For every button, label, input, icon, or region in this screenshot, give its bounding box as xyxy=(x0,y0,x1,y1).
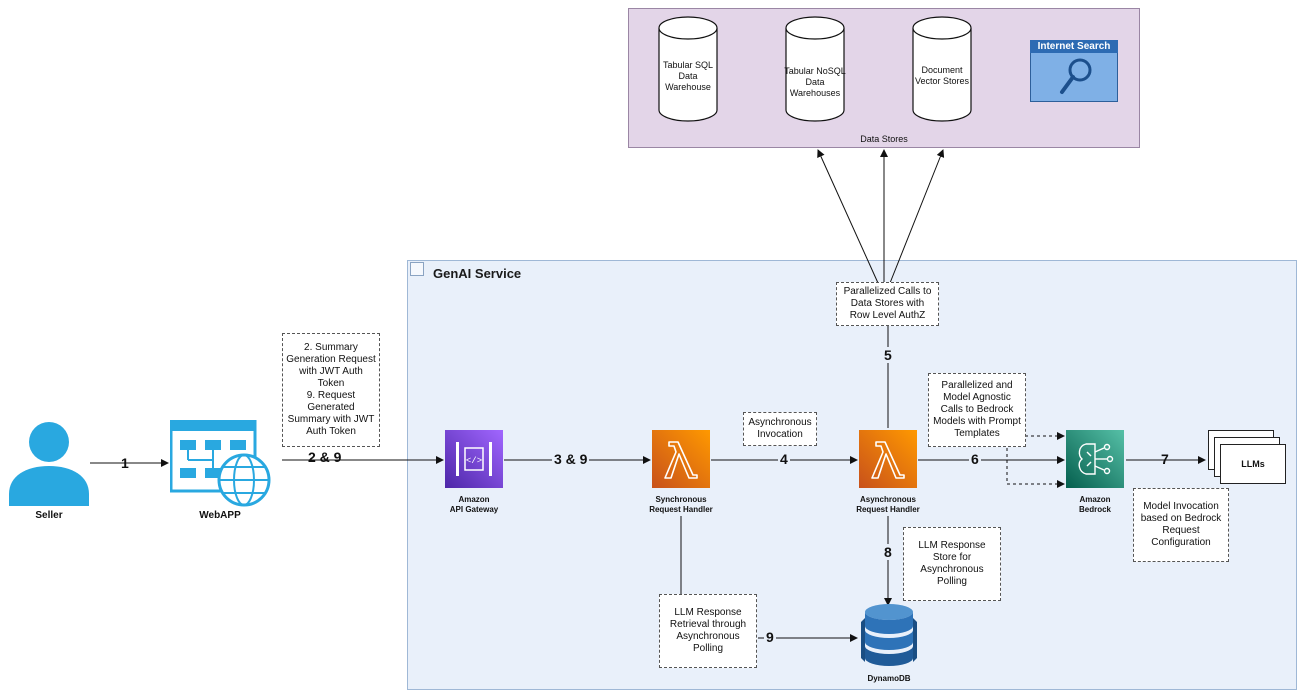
note-llm-retrieval: LLM Response Retrieval through Asynchron… xyxy=(659,594,757,668)
genai-service-container xyxy=(407,260,1297,690)
datastore-vector-label: Document Vector Stores xyxy=(914,65,970,86)
step-label-5: 5 xyxy=(882,347,894,363)
data-stores-caption: Data Stores xyxy=(860,134,908,144)
dynamodb-icon xyxy=(861,604,917,666)
bedrock-label: Amazon Bedrock xyxy=(1078,495,1111,514)
step-label-1: 1 xyxy=(121,455,129,471)
note-summary-request: 2. Summary Generation Request with JWT A… xyxy=(282,333,380,447)
flag-icon xyxy=(410,262,424,276)
lambda-icon xyxy=(859,430,917,488)
sync-handler-label: Synchronous Request Handler xyxy=(649,495,713,514)
api-gateway-label: Amazon API Gateway xyxy=(449,495,499,514)
note-parallel-bedrock: Parallelized and Model Agnostic Calls to… xyxy=(928,373,1026,447)
edge-dashed-bedrock-2 xyxy=(1006,436,1065,488)
magnifier-icon xyxy=(1060,58,1092,94)
dynamodb-label: DynamoDB xyxy=(867,674,911,683)
cylinder-icon xyxy=(785,16,845,122)
step-label-6: 6 xyxy=(969,451,981,467)
step-label-9: 9 xyxy=(764,629,776,645)
step-label-2-9: 2 & 9 xyxy=(308,449,342,465)
note-async-invocation: Asynchronous Invocation xyxy=(743,412,817,446)
note-parallel-datastores: Parallelized Calls to Data Stores with R… xyxy=(836,282,939,326)
datastore-sql-label: Tabular SQL Data Warehouse xyxy=(662,60,714,92)
lambda-icon xyxy=(652,430,710,488)
async-handler-label: Asynchronous Request Handler xyxy=(856,495,920,514)
cylinder-icon xyxy=(658,16,718,122)
svg-text:</>: </> xyxy=(466,456,482,466)
seller-label: Seller xyxy=(35,510,63,521)
step-label-3-9: 3 & 9 xyxy=(552,451,590,467)
edge-to-vector xyxy=(889,149,945,284)
cylinder-icon xyxy=(912,16,972,122)
datastore-nosql-label: Tabular NoSQL Data Warehouses xyxy=(784,66,846,98)
user-icon xyxy=(9,422,89,506)
webapp-label: WebAPP xyxy=(199,510,241,521)
edge-to-sql xyxy=(817,149,879,284)
genai-service-title: GenAI Service xyxy=(433,266,522,281)
step-label-7: 7 xyxy=(1161,451,1169,467)
step-label-8: 8 xyxy=(882,544,894,560)
step-label-4: 4 xyxy=(778,451,790,467)
note-llm-store: LLM Response Store for Asynchronous Poll… xyxy=(903,527,1001,601)
note-model-invocation: Model Invocation based on Bedrock Reques… xyxy=(1133,488,1229,562)
web-application-icon xyxy=(170,420,271,507)
api-gateway-icon: </> xyxy=(445,430,503,488)
llms-label: LLMs xyxy=(1220,444,1286,484)
bedrock-icon xyxy=(1066,430,1124,488)
internet-search-title: Internet Search xyxy=(1030,40,1118,53)
